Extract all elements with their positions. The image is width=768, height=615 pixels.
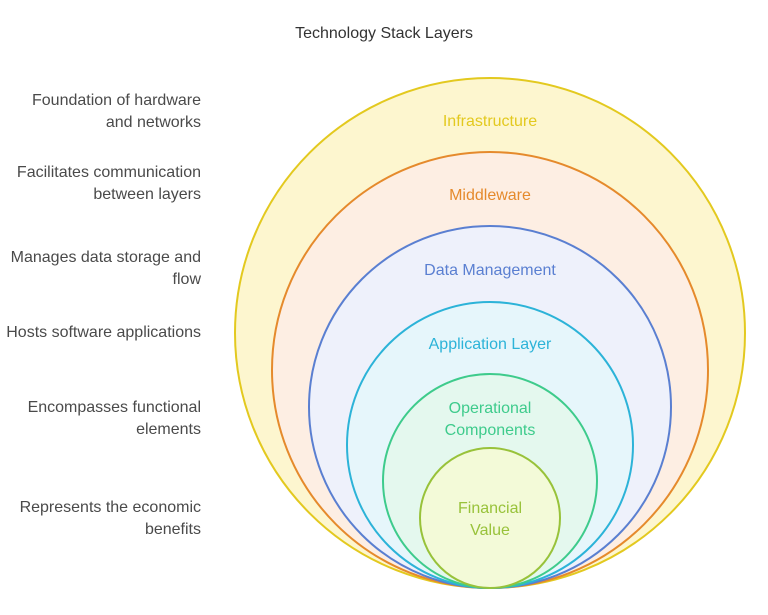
- description-middleware: Facilitates communication between layers: [16, 164, 201, 203]
- description-application-layer: Hosts software applications: [6, 324, 201, 341]
- label-middleware: Middleware: [449, 187, 531, 204]
- description-data-management: Manages data storage and flow: [10, 249, 201, 288]
- label-application-layer: Application Layer: [429, 336, 552, 353]
- diagram-title: Technology Stack Layers: [295, 25, 473, 42]
- ring-financial-value: [419, 447, 561, 589]
- description-infrastructure: Foundation of hardware and networks: [32, 92, 201, 131]
- description-operational-components: Encompasses functional elements: [27, 399, 201, 438]
- label-data-management: Data Management: [424, 262, 556, 279]
- description-financial-value: Represents the economic benefits: [19, 499, 201, 538]
- label-infrastructure: Infrastructure: [443, 113, 537, 130]
